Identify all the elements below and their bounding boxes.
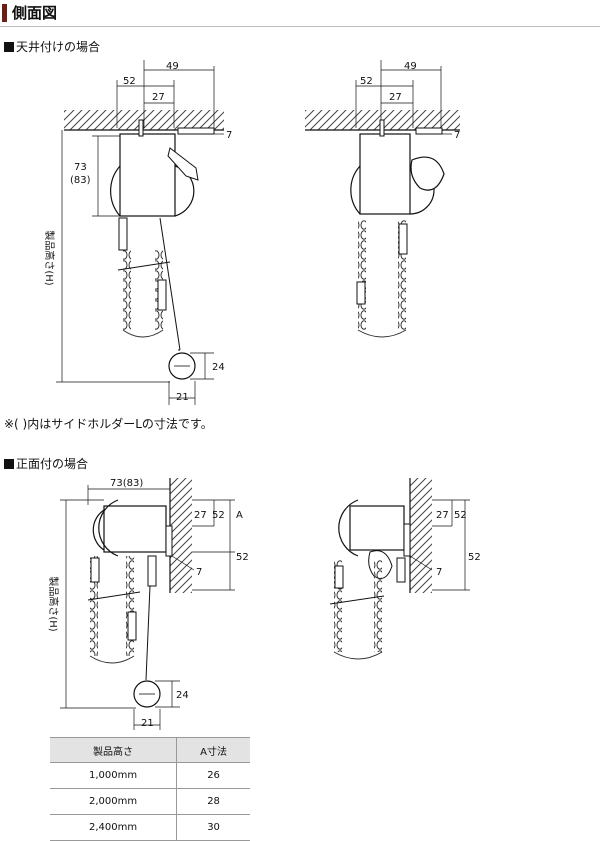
table-cell-a: 26 [176, 762, 250, 789]
table-cell-a: 28 [176, 788, 250, 815]
dim-label-21: 21 [141, 718, 154, 729]
front-mount-drawing-b [329, 478, 470, 660]
table-cell-a: 30 [176, 814, 250, 841]
table-row: 1,000mm 26 [50, 762, 250, 789]
dim-label-21: 21 [176, 392, 189, 403]
table-row: 2,400mm 30 [50, 814, 250, 841]
section-ceiling-label: 天井付けの場合 [4, 40, 100, 54]
dim-label-7: 7 [196, 567, 202, 578]
dim-label-27: 27 [194, 510, 207, 521]
dim-label-52: 52 [360, 76, 373, 87]
dim-label-height: 製品高さ(H) [43, 230, 56, 285]
table-cell-height: 2,400mm [50, 814, 177, 841]
header-accent-bar [2, 4, 7, 22]
section-front-label: 正面付の場合 [4, 457, 88, 471]
dim-label-7: 7 [454, 130, 460, 141]
table-cell-height: 2,000mm [50, 788, 177, 815]
dim-label-73-83: 73(83) [110, 478, 143, 489]
square-bullet-icon [4, 459, 14, 469]
dim-label-83: (83) [70, 175, 91, 186]
dim-label-24: 24 [176, 690, 189, 701]
square-bullet-icon [4, 42, 14, 52]
dim-label-73: 73 [74, 162, 87, 173]
dim-label-27: 27 [436, 510, 449, 521]
page-header: 側面図 [0, 0, 600, 28]
dim-label-52: 52 [468, 552, 481, 563]
ceiling-mount-drawing-a [56, 60, 224, 405]
page-title: 側面図 [12, 4, 58, 22]
table-cell-height: 1,000mm [50, 762, 177, 789]
dim-label-27: 27 [152, 92, 165, 103]
dim-label-7: 7 [436, 567, 442, 578]
dim-label-52: 52 [123, 76, 136, 87]
a-dimension-table: 製品高さ A寸法 1,000mm 26 2,000mm 28 2,400mm 3… [50, 737, 250, 841]
dim-label-27: 27 [389, 92, 402, 103]
dim-label-height: 製品高さ(H) [47, 576, 60, 631]
dim-label-24: 24 [212, 362, 225, 373]
footnote: ※( )内はサイドホルダーLの寸法です。 [4, 417, 213, 431]
header-rule [0, 26, 600, 27]
dim-label-52: 52 [454, 510, 467, 521]
dim-label-7: 7 [226, 130, 232, 141]
ceiling-mount-drawing-b [305, 60, 460, 338]
table-header-height: 製品高さ [50, 737, 177, 763]
dim-label-49: 49 [404, 61, 417, 72]
dim-label-49: 49 [166, 61, 179, 72]
table-row: 2,000mm 28 [50, 788, 250, 815]
dim-label-a: A [236, 510, 243, 521]
dim-label-52: 52 [236, 552, 249, 563]
front-mount-drawing-a [60, 478, 235, 730]
table-header-a: A寸法 [176, 737, 250, 763]
dim-label-52: 52 [212, 510, 225, 521]
table-header-row: 製品高さ A寸法 [50, 737, 250, 763]
